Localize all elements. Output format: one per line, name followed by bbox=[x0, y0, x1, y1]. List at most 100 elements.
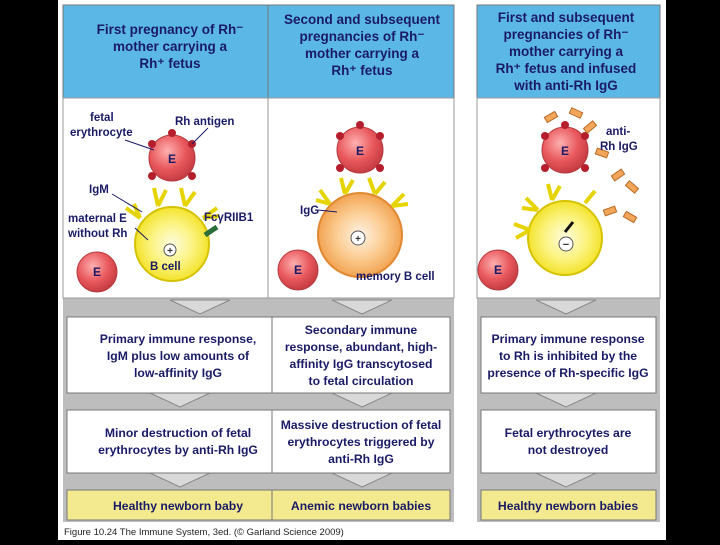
column-2-outcome-box bbox=[271, 489, 451, 521]
anti-rh-igg-fragment bbox=[602, 205, 618, 217]
column-1-destruction-box bbox=[66, 409, 290, 474]
anti-rh-igg-fragment bbox=[543, 110, 559, 124]
minus-symbol: − bbox=[563, 239, 569, 251]
column-3-destruction-box bbox=[480, 409, 657, 474]
anti-rh-igg-fragment bbox=[624, 180, 640, 194]
erythrocyte-label-e: E bbox=[356, 144, 364, 158]
col2-outcome: Anemic newborn babies bbox=[291, 499, 431, 513]
rh-antigen bbox=[336, 164, 344, 172]
b-cell-nucleus-minus bbox=[558, 236, 574, 252]
col2-header-line-4: Rh⁺ fetus bbox=[331, 63, 392, 78]
label-anti: anti- bbox=[606, 126, 630, 138]
col1-header-line-2: mother carrying a bbox=[113, 39, 228, 54]
fetal-callout-line bbox=[124, 139, 155, 151]
igg-receptor-far-right bbox=[390, 192, 409, 208]
column-2-destruction-box bbox=[271, 409, 451, 474]
col3-header-line-4: Rh⁺ fetus and infused bbox=[496, 61, 637, 76]
col3-response-line-3: presence of Rh-specific IgG bbox=[487, 366, 648, 380]
col3-header-line-5: with anti-Rh IgG bbox=[513, 78, 618, 93]
rh-antigen bbox=[356, 121, 364, 129]
col2-header-line-2: pregnancies of Rh⁻ bbox=[300, 29, 425, 44]
col2-destruction-line-2: erythrocytes triggered by bbox=[288, 435, 435, 449]
rh-antigen bbox=[336, 132, 344, 140]
label-fcgriib1: FcγRIIB1 bbox=[204, 212, 254, 224]
label-fetal: fetal bbox=[90, 112, 114, 124]
bcr-right bbox=[583, 189, 597, 205]
col3-header-line-3: mother carrying a bbox=[509, 44, 624, 59]
col3-header-line-2: pregnancies of Rh⁻ bbox=[504, 27, 629, 42]
column-3-response-box bbox=[480, 316, 657, 394]
col1-response-line-3: low-affinity IgG bbox=[134, 366, 222, 380]
anti-rh-igg-fragment bbox=[582, 120, 598, 134]
flow-arrows bbox=[149, 299, 597, 488]
col1-destruction-line-2: erythrocytes by anti-Rh IgG bbox=[98, 443, 258, 457]
col2-response-line-4: to fetal circulation bbox=[309, 374, 414, 388]
rh-disease-figure: First pregnancy of Rh⁻ mother carrying a… bbox=[58, 0, 666, 540]
arrow-down bbox=[331, 299, 393, 315]
igm-callout-line bbox=[111, 193, 143, 213]
rh-antigen bbox=[561, 121, 569, 129]
igm-receptor-top bbox=[152, 187, 168, 207]
col1-outcome: Healthy newborn baby bbox=[113, 499, 243, 513]
bcr-left bbox=[521, 196, 540, 212]
col1-header-line-3: Rh⁺ fetus bbox=[139, 56, 200, 71]
col1-response-line-2: IgM plus low amounts of bbox=[107, 349, 250, 363]
column-1-cells: + E E bbox=[76, 127, 220, 293]
label-b-cell: B cell bbox=[150, 261, 181, 273]
maternal-erythrocyte bbox=[277, 249, 319, 291]
rh-antigen bbox=[581, 132, 589, 140]
rh-antigen bbox=[168, 129, 176, 137]
erythrocyte-label-e: E bbox=[561, 144, 569, 158]
rh-antigen bbox=[188, 172, 196, 180]
column-2-cells: + E E bbox=[277, 121, 409, 291]
figure-caption: Figure 10.24 The Immune System, 3ed. (© … bbox=[64, 527, 344, 538]
col1-destruction-line-1: Minor destruction of fetal bbox=[105, 426, 251, 440]
col3-destruction-line-2: not destroyed bbox=[528, 443, 609, 457]
anti-rh-igg-fragment bbox=[568, 107, 584, 119]
anti-rh-igg-fragment bbox=[610, 168, 626, 182]
bcr-far-left bbox=[513, 222, 531, 240]
col3-header-line-1: First and subsequent bbox=[498, 10, 635, 25]
igg-callout-line bbox=[317, 209, 338, 213]
rh-antigen bbox=[148, 140, 156, 148]
col2-destruction-line-1: Massive destruction of fetal bbox=[281, 418, 442, 432]
igg-receptor-right bbox=[367, 177, 387, 196]
maternal-e-symbol: E bbox=[494, 263, 502, 277]
igm-receptor-far-right bbox=[201, 206, 220, 220]
label-rh-antigen: Rh antigen bbox=[175, 116, 234, 128]
col2-header-line-1: Second and subsequent bbox=[284, 12, 441, 27]
anti-rh-igg-fragment bbox=[594, 147, 610, 159]
column-2-response-box bbox=[271, 316, 451, 394]
igg-receptor-left bbox=[315, 188, 332, 206]
rh-antigen bbox=[148, 172, 156, 180]
arrow-down bbox=[535, 299, 597, 315]
diagram-canvas: First pregnancy of Rh⁻ mother carrying a… bbox=[62, 4, 661, 538]
maternal-e-symbol: E bbox=[294, 263, 302, 277]
column-3-outcome-box bbox=[480, 489, 657, 521]
col3-outcome: Healthy newborn babies bbox=[498, 499, 638, 513]
rh-antigen bbox=[541, 164, 549, 172]
label-igg: IgG bbox=[300, 205, 319, 217]
rh-antigen bbox=[581, 164, 589, 172]
col2-header-line-3: mother carrying a bbox=[305, 46, 420, 61]
bcr-top bbox=[546, 183, 562, 201]
rh-antigen bbox=[376, 132, 384, 140]
memory-b-cell-nucleus bbox=[350, 230, 366, 246]
col2-destruction-line-3: anti-Rh IgG bbox=[328, 452, 394, 466]
label-maternal-e: maternal E bbox=[68, 213, 127, 225]
col2-response-line-1: Secondary immune bbox=[305, 323, 418, 337]
maternal-erythrocyte bbox=[76, 251, 118, 293]
col3-response-line-1: Primary immune response bbox=[491, 332, 644, 346]
col2-response-line-2: response, abundant, high- bbox=[285, 340, 437, 354]
plus-symbol: + bbox=[355, 234, 361, 245]
igm-receptor-right bbox=[179, 187, 197, 208]
fcgriib1-receptor bbox=[203, 224, 219, 238]
label-rh-igg: Rh IgG bbox=[600, 141, 638, 153]
col2-response-line-3: affinity IgG transcytosed bbox=[290, 357, 433, 371]
igg-receptor-top bbox=[339, 177, 355, 195]
col1-header-line-1: First pregnancy of Rh⁻ bbox=[97, 22, 244, 37]
label-without-rh: without Rh bbox=[67, 228, 127, 240]
col3-response-line-2: to Rh is inhibited by the bbox=[499, 349, 637, 363]
inhibition-arrow bbox=[563, 221, 575, 233]
igm-receptor-left bbox=[124, 203, 142, 220]
